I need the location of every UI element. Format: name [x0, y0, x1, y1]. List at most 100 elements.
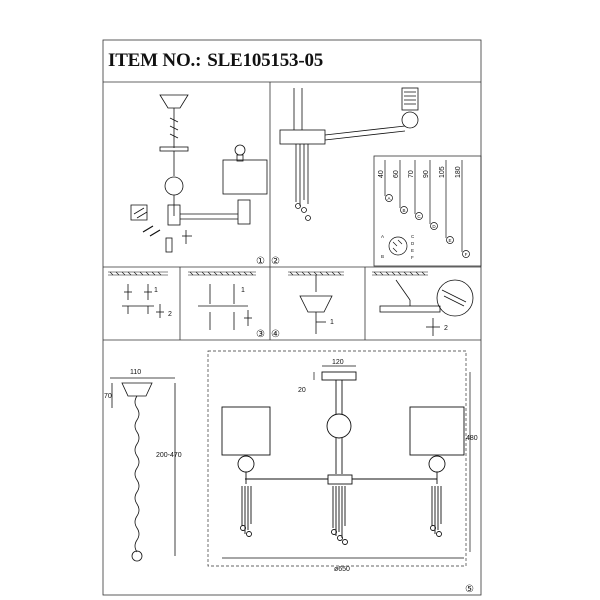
wire-letter-e: E	[448, 238, 451, 243]
fixture-dimension-lines	[222, 365, 471, 559]
arm-ball	[401, 111, 419, 129]
ceiling-a-hatch	[109, 271, 162, 276]
step3a-callout-2: 2	[168, 311, 172, 318]
drop-center-end-3	[342, 539, 348, 545]
terminal-c: C	[411, 234, 415, 239]
drop-center-end-1	[331, 529, 337, 535]
drop-right	[431, 486, 442, 534]
lift-wire	[395, 279, 411, 301]
wiring-inset	[373, 155, 482, 267]
ceiling-b-hatch	[189, 271, 254, 276]
drop-right-end-2	[436, 531, 442, 537]
chain-length-dim: 200-470	[156, 452, 182, 459]
shade-left	[221, 406, 271, 456]
center-ball	[164, 176, 184, 196]
ceiling-d-hatch	[373, 271, 426, 276]
wire-letter-f: F	[465, 252, 468, 257]
body-mount	[321, 371, 357, 381]
wire-length-f: 180	[455, 166, 462, 178]
step3b-callouts: 1	[241, 287, 245, 294]
terminal-e: E	[411, 248, 414, 253]
step4-callouts: 1	[330, 319, 334, 326]
total-diameter-dim: ø650	[334, 566, 350, 573]
step4-callout-1: 1	[330, 319, 334, 326]
ball-right	[428, 455, 446, 473]
terminal-f: F	[411, 255, 414, 260]
canopy-profile	[121, 382, 153, 397]
wire-c-bubble	[415, 212, 423, 220]
ball-left	[237, 455, 255, 473]
bulb	[234, 144, 246, 156]
total-height-dim: 480	[466, 435, 478, 442]
step1-label: ①	[256, 256, 265, 267]
arm-lower	[324, 130, 406, 141]
wire-a-bubble	[385, 194, 393, 202]
step4b-callouts: 2	[444, 325, 448, 332]
socket-thread	[404, 91, 416, 105]
wire-length-values: 40 60 70 90 105 180	[378, 166, 462, 178]
zoom-frame	[130, 204, 148, 221]
body-hub	[327, 474, 353, 485]
bracket	[122, 305, 154, 314]
chain-ring	[131, 550, 143, 562]
item-number-title: ITEM NO.:SLE105153-05	[108, 50, 323, 72]
canopy-width-dim: 110	[130, 369, 141, 376]
step3-label: ③	[256, 329, 265, 340]
drop-center	[332, 486, 346, 538]
fixture-bar	[379, 305, 441, 313]
drop-right-end-1	[430, 525, 436, 531]
step3b-diagram	[198, 284, 252, 330]
terminal-d: D	[411, 241, 415, 246]
zoom-detail	[441, 289, 467, 307]
wire-b-bubble	[400, 206, 408, 214]
wire-letter-d: D	[432, 224, 436, 229]
mount-width-dim: 120	[332, 359, 344, 366]
mount-height-dim: 20	[298, 387, 306, 394]
step4b-diagram	[379, 279, 474, 336]
ceiling-b	[188, 271, 256, 276]
terminal-screws	[392, 239, 403, 253]
bulb-base	[236, 154, 244, 162]
wire-letter-b: B	[402, 208, 405, 213]
drop-left-end-2	[246, 531, 252, 537]
terminal-block	[388, 236, 408, 256]
zoom-circle	[436, 279, 474, 317]
fixture-frame	[207, 350, 467, 567]
terminal-b: B	[381, 254, 384, 259]
step2-diagram	[279, 87, 419, 221]
step3a-callouts: 1 2	[154, 287, 172, 318]
screw-detail	[133, 207, 148, 219]
canopy-height-dim: 70	[104, 393, 112, 400]
drop-left	[241, 486, 252, 534]
step1-diagram	[130, 94, 268, 253]
wire-length-b: 60	[393, 170, 400, 178]
wire-letter-c: C	[417, 214, 421, 219]
step2-label: ②	[271, 256, 280, 267]
wire-end-3	[305, 215, 311, 221]
drop-left-end-1	[240, 525, 246, 531]
terminal-a: A	[381, 234, 384, 239]
step3a-diagram	[122, 284, 164, 318]
canopy-shape	[159, 94, 189, 109]
arm-socket	[237, 199, 251, 225]
hub-block	[167, 204, 181, 226]
wire-letter-a: A	[387, 196, 390, 201]
step4-diagram	[299, 275, 333, 334]
thread-marks	[169, 117, 179, 139]
arm-upper	[324, 125, 406, 136]
wire-length-a: 40	[378, 170, 385, 178]
wire-end-2	[301, 207, 307, 213]
step5-label: ⑤	[465, 584, 474, 595]
shade-box	[222, 159, 268, 195]
wire-f-bubble	[462, 250, 470, 258]
arm-socket-top	[401, 87, 419, 111]
shade-right	[409, 406, 465, 456]
canopy-lift	[299, 295, 333, 313]
item-number: SLE105153-05	[207, 50, 324, 71]
drop-center-end-2	[337, 535, 343, 541]
wire-bundle	[295, 144, 309, 206]
step3b-callout-1: 1	[241, 287, 245, 294]
chain	[134, 395, 140, 553]
step4b-callout-2: 2	[444, 325, 448, 332]
